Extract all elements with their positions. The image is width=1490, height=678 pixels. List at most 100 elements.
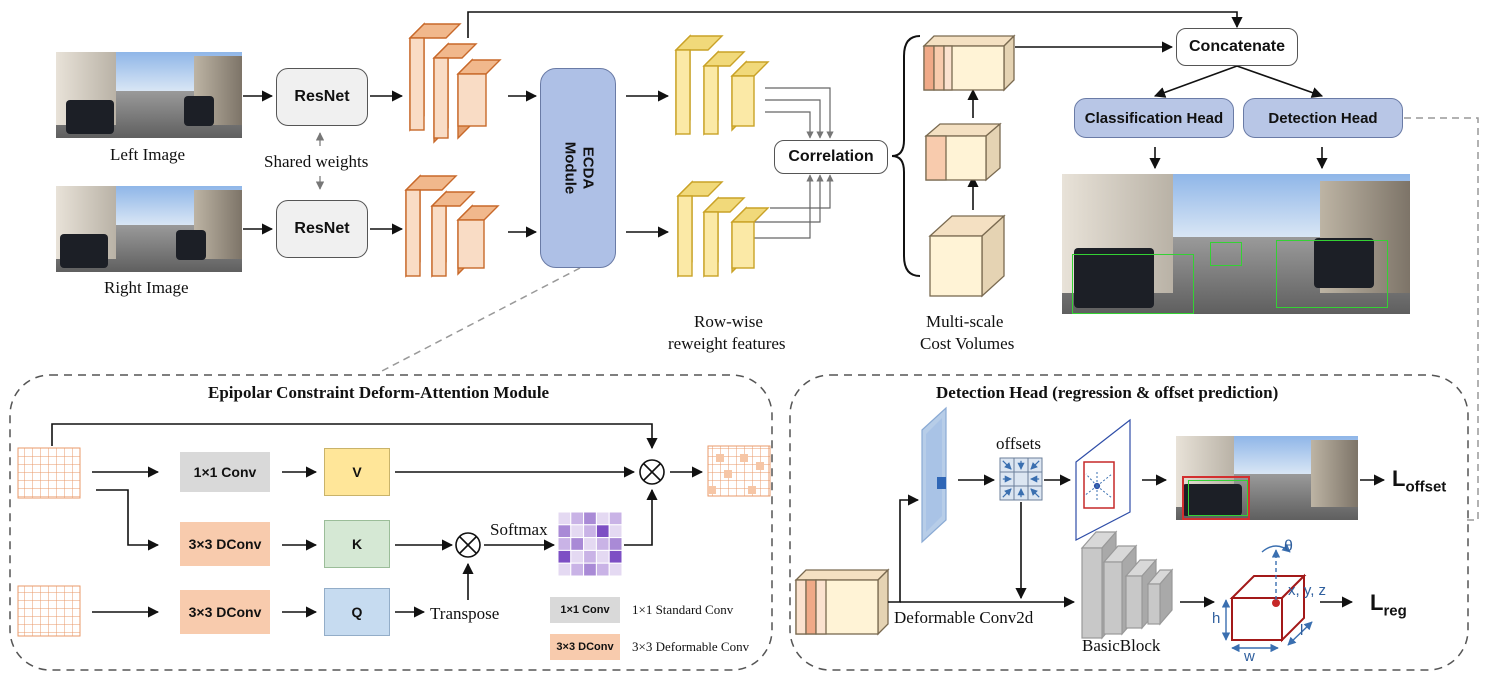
softmax-label: Softmax xyxy=(490,520,548,539)
cost-volume-medium xyxy=(924,122,1002,182)
legend-dconv-box: 3×3 DConv xyxy=(550,634,620,660)
attention-cell xyxy=(608,511,623,526)
det-panel-arrows xyxy=(888,474,1386,608)
grid-input-top xyxy=(17,447,81,499)
offset-arrow xyxy=(1002,488,1012,498)
resnet-top: ResNet xyxy=(276,68,368,126)
cost-volume-label-line2: Cost Volumes xyxy=(920,334,1015,353)
l-offset-main: L xyxy=(1392,466,1406,491)
detection-head: Detection Head xyxy=(1243,98,1403,138)
multiply-op-mid xyxy=(455,532,481,558)
feature-stack-bottom-left xyxy=(404,174,500,278)
q-box: Q xyxy=(324,588,390,636)
l-reg-main: L xyxy=(1370,590,1384,615)
k-box: K xyxy=(324,520,390,568)
offsets-label: offsets xyxy=(996,434,1042,453)
attention-cell xyxy=(608,562,623,577)
attention-cell xyxy=(557,524,572,539)
attention-cell xyxy=(570,524,585,539)
attention-cell xyxy=(583,511,597,526)
cost-volume-brace xyxy=(891,35,921,277)
offset-result-image xyxy=(1176,436,1358,520)
basicblock-stack xyxy=(1080,530,1174,640)
box-center-dot xyxy=(1272,599,1280,607)
shared-weights-label: Shared weights xyxy=(264,152,369,171)
rowwise-label-line2: reweight features xyxy=(668,334,786,353)
feature-stack-top-left xyxy=(408,22,502,144)
attention-cell xyxy=(557,562,572,577)
theta-label: θ xyxy=(1284,538,1293,555)
classification-head: Classification Head xyxy=(1074,98,1234,138)
ecda-panel-frame xyxy=(9,374,773,671)
offset-arrows xyxy=(1002,460,1040,498)
bbox-car-right xyxy=(1276,240,1388,308)
l-reg-label: Lreg xyxy=(1370,590,1407,619)
attention-cell xyxy=(557,549,572,564)
conv1x1-box: 1×1 Conv xyxy=(180,452,270,492)
offset-feature-plane xyxy=(921,406,947,544)
offset-arrow xyxy=(1030,488,1040,498)
ecda-panel-arrows xyxy=(51,423,704,618)
attention-cell xyxy=(608,524,623,539)
feature-stack-top-yellow xyxy=(674,34,770,136)
attention-cell xyxy=(570,549,585,564)
grid-input-bottom xyxy=(17,585,81,637)
attention-cell xyxy=(595,524,610,539)
h-label: h xyxy=(1212,610,1221,627)
multiply-op-top xyxy=(639,459,665,485)
attention-cell xyxy=(595,562,610,577)
deformable-input-volume xyxy=(794,568,890,636)
attention-cells xyxy=(557,511,623,577)
detection-result-image xyxy=(1062,174,1410,314)
cost-volume-large xyxy=(928,214,1006,298)
bbox-green xyxy=(1188,480,1248,516)
ecda-label-line2: Module xyxy=(561,141,578,195)
bbox-red xyxy=(1182,476,1250,520)
attention-cell xyxy=(557,511,572,526)
box-dimension-arrows xyxy=(1221,543,1313,653)
attention-cell xyxy=(570,562,585,577)
det-panel-title: Detection Head (regression & offset pred… xyxy=(936,383,1279,402)
attention-cell xyxy=(583,537,597,551)
bbox-car-left xyxy=(1072,254,1194,314)
rowwise-label-line1: Row-wise xyxy=(694,312,763,331)
w-label: w xyxy=(1244,648,1255,665)
l-reg-sub: reg xyxy=(1383,602,1407,620)
right-image-label: Right Image xyxy=(104,278,189,297)
bbox-car-far xyxy=(1210,242,1242,266)
ecda-module: ECDA Module xyxy=(540,68,616,268)
left-image-label: Left Image xyxy=(110,145,186,164)
attention-cell xyxy=(570,537,585,551)
l-dim-label: l xyxy=(1300,622,1304,639)
cost-volume-small xyxy=(922,34,1016,92)
ecda-panel-title: Epipolar Constraint Deform-Attention Mod… xyxy=(208,383,550,402)
attention-cell xyxy=(583,549,597,564)
top-arrows xyxy=(243,11,1328,238)
v-box: V xyxy=(324,448,390,496)
xyz-label: x, y, z xyxy=(1288,582,1327,599)
detection-panel-frame xyxy=(789,374,1469,671)
attention-cell xyxy=(608,537,623,551)
offset-arrow xyxy=(1030,460,1040,470)
legend-conv-box: 1×1 Conv xyxy=(550,597,620,623)
cost-volume-label-line1: Multi-scale xyxy=(926,312,1004,331)
attention-cell xyxy=(557,537,572,551)
correlation-node: Correlation xyxy=(774,140,888,174)
resnet-bottom: ResNet xyxy=(276,200,368,258)
grid-output xyxy=(707,445,771,497)
correlation-fan-in xyxy=(735,87,834,239)
attention-cell xyxy=(570,511,585,526)
ecda-zoom-connector xyxy=(379,267,581,373)
dconv-q-box: 3×3 DConv xyxy=(180,590,270,634)
feature-stack-bottom-yellow xyxy=(676,180,770,278)
attention-cell xyxy=(595,511,610,526)
left-image xyxy=(56,52,242,138)
det-zoom-connector xyxy=(1404,117,1479,521)
transpose-label: Transpose xyxy=(430,604,500,623)
offset-arrow xyxy=(1002,460,1012,470)
l-offset-sub: offset xyxy=(1405,478,1447,496)
legend-conv-text: 1×1 Standard Conv xyxy=(632,602,734,617)
attention-cell xyxy=(583,524,597,539)
ecda-label-line1: ECDA xyxy=(579,146,596,190)
